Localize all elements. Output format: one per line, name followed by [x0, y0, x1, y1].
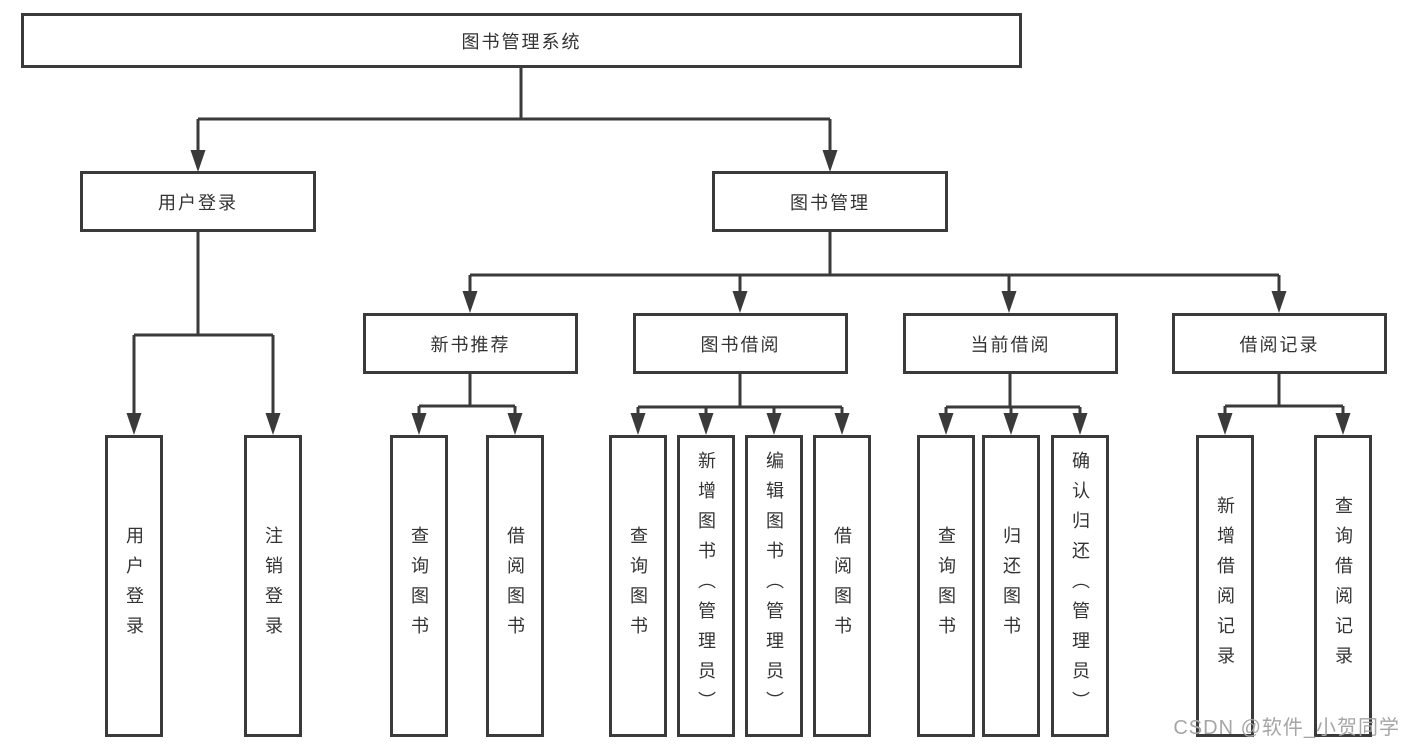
arrowhead: [698, 413, 714, 435]
leaf-query-books: 查询图书: [609, 435, 667, 737]
connector-borrow-records-children: [1217, 374, 1351, 435]
leaf-borrow-books: 借阅图书: [813, 435, 871, 737]
node-new-book-recommend: 新书推荐: [363, 313, 578, 374]
arrowhead: [1001, 291, 1017, 313]
connector-book-borrow-children: [630, 374, 850, 435]
arrowhead: [507, 413, 523, 435]
connector-book-mgmt-children: [462, 232, 1287, 313]
leaf-add-borrow-record: 新增借阅记录: [1196, 435, 1254, 737]
arrowhead: [1335, 413, 1351, 435]
arrowhead: [126, 413, 142, 435]
arrowhead: [265, 413, 281, 435]
arrowhead: [732, 291, 748, 313]
arrowhead: [766, 413, 782, 435]
csdn-watermark: CSDN @软件_小贺同学: [1173, 717, 1400, 739]
node-borrow-records: 借阅记录: [1172, 313, 1387, 374]
arrowhead: [1003, 413, 1019, 435]
leaf-query-books: 查询图书: [390, 435, 448, 737]
leaf-return-book: 归还图书: [982, 435, 1040, 737]
leaf-borrow-books: 借阅图书: [486, 435, 544, 737]
connector-new-book-children: [411, 374, 523, 435]
leaf-query-books: 查询图书: [917, 435, 975, 737]
connector-root-to-level2: [190, 68, 838, 172]
arrowhead: [1072, 413, 1088, 435]
arrowhead: [462, 291, 478, 313]
leaf-add-book-admin: 新增图书（管理员）: [677, 435, 735, 737]
leaf-logout-login: 注销登录: [244, 435, 302, 737]
arrowhead: [630, 413, 646, 435]
arrowhead: [1217, 413, 1233, 435]
leaf-confirm-return-admin: 确认归还（管理员）: [1051, 435, 1109, 737]
leaf-user-login: 用户登录: [105, 435, 163, 737]
node-book-borrow: 图书借阅: [633, 313, 848, 374]
leaf-query-borrow-record: 查询借阅记录: [1314, 435, 1372, 737]
node-book-management: 图书管理: [712, 171, 948, 232]
arrowhead: [411, 413, 427, 435]
node-current-borrow: 当前借阅: [903, 313, 1118, 374]
node-user-login: 用户登录: [80, 171, 316, 232]
arrowhead: [1271, 291, 1287, 313]
arrowhead: [834, 413, 850, 435]
arrowhead: [822, 150, 838, 172]
connector-current-borrow-children: [938, 374, 1088, 435]
connector-user-login-children: [126, 232, 281, 435]
arrowhead: [190, 150, 206, 172]
leaf-edit-book-admin: 编辑图书（管理员）: [745, 435, 803, 737]
node-root-system: 图书管理系统: [21, 13, 1022, 68]
arrowhead: [938, 413, 954, 435]
